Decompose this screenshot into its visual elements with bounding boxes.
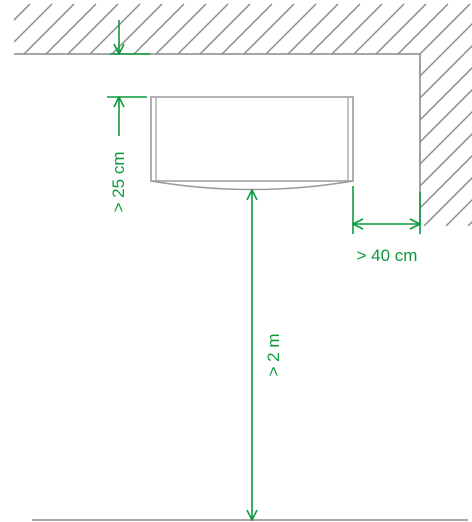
hatch-line <box>155 3 207 54</box>
hatch-line <box>89 3 141 54</box>
hatch-line <box>133 3 185 54</box>
wall-hatch <box>420 54 472 226</box>
hatch-line <box>420 54 443 77</box>
ceiling-clearance-label: > 25 cm <box>109 152 128 213</box>
floor-height-label: > 2 m <box>264 334 283 377</box>
hatch-line <box>420 54 421 55</box>
hatch-line <box>420 111 472 165</box>
hatch-line <box>23 3 75 54</box>
hatch-line <box>243 3 295 54</box>
hatch-line <box>441 23 472 54</box>
ceiling-clearance-dimension: > 25 cm <box>107 20 150 212</box>
hatch-line <box>375 3 427 54</box>
hatch-line <box>423 177 472 226</box>
hatch-line <box>420 67 472 121</box>
hatch-line <box>177 3 229 54</box>
hatch-line <box>397 3 449 54</box>
floor-height-dimension: > 2 m <box>252 190 283 520</box>
hatch-line <box>463 45 472 54</box>
hatch-line <box>287 3 339 54</box>
hatch-line <box>309 3 361 54</box>
hatch-line <box>331 3 383 54</box>
hatch-line <box>199 3 251 54</box>
hatch-line <box>419 3 471 54</box>
hatch-line <box>420 133 472 187</box>
hatch-line <box>420 89 472 143</box>
indoor-unit <box>150 96 354 191</box>
hatch-line <box>420 155 472 209</box>
side-clearance-label: > 40 cm <box>357 246 418 265</box>
ceiling-wall-outline <box>14 53 421 226</box>
hatch-line <box>14 3 31 21</box>
hatch-line <box>67 3 119 54</box>
hatch-line <box>14 3 53 43</box>
hatch-line <box>353 3 405 54</box>
hatch-line <box>420 54 465 99</box>
side-clearance-dimension: > 40 cm <box>353 186 420 265</box>
hatch-line <box>265 3 317 54</box>
hatch-line <box>221 3 273 54</box>
ceiling-hatch <box>14 3 472 54</box>
hatch-line <box>45 3 97 54</box>
